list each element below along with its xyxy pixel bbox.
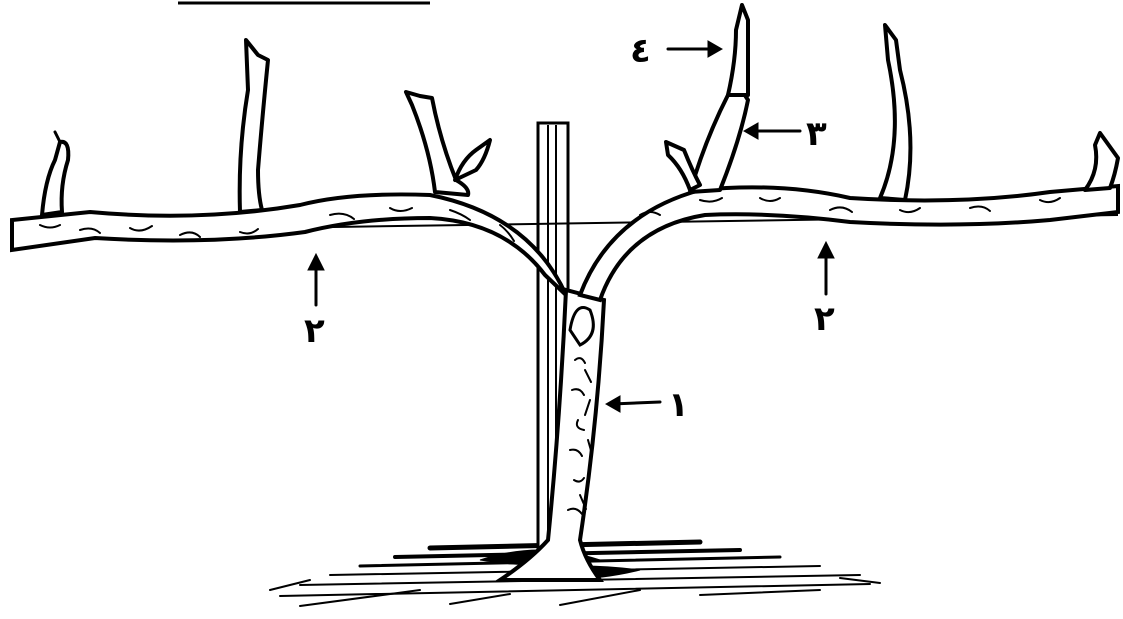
label-shoot-tip: ٤ xyxy=(630,31,651,71)
arrow-cordon-right xyxy=(818,242,834,294)
arrow-trunk xyxy=(606,396,660,412)
label-spur: ٣ xyxy=(806,114,827,154)
cane-right xyxy=(880,25,910,200)
cane-left xyxy=(240,40,268,212)
label-trunk: ١ xyxy=(668,385,689,425)
shoots xyxy=(42,5,1118,215)
arrow-spur xyxy=(744,123,800,139)
shoot-tip-4 xyxy=(728,5,748,95)
arrow-cordon-left xyxy=(308,254,324,305)
arrow-shoot-tip xyxy=(668,41,722,57)
cordon-right xyxy=(580,186,1118,300)
spur-far-left xyxy=(42,142,68,215)
spur-far-right xyxy=(1085,133,1118,190)
cordon-left xyxy=(12,194,566,295)
label-cordon-right: ٢ xyxy=(814,299,835,339)
label-cordon-left: ٢ xyxy=(304,311,325,351)
